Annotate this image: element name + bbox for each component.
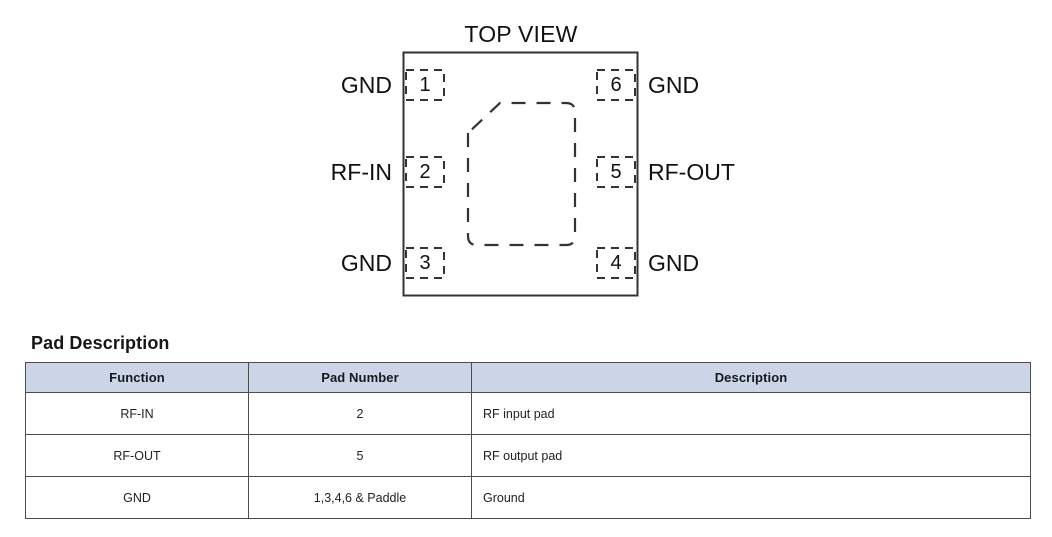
cell-description: RF output pad	[471, 434, 1031, 477]
pin-label-5: RF-OUT	[648, 159, 735, 185]
pin-number-3: 3	[419, 252, 431, 274]
pin-label-2: RF-IN	[330, 159, 392, 185]
pin-number-1: 1	[419, 74, 431, 96]
package-outline-drawing	[402, 51, 639, 297]
cell-description: Ground	[471, 476, 1031, 519]
pin-label-4: GND	[648, 250, 700, 276]
pin-pad-6	[596, 69, 636, 101]
pin-label-6: GND	[648, 72, 700, 98]
pad-description-table: Function Pad Number Description RF-IN 2 …	[25, 362, 1031, 519]
column-header-function: Function	[25, 362, 249, 393]
cell-function: RF-IN	[25, 392, 249, 435]
pin-pad-3	[405, 247, 445, 279]
pin-label-1: GND	[340, 72, 392, 98]
table-header-row: Function Pad Number Description	[25, 362, 1031, 393]
ic-package-outline	[402, 51, 639, 297]
cell-pad-number: 2	[248, 392, 472, 435]
column-header-pad-number: Pad Number	[248, 362, 472, 393]
pin-label-3: GND	[340, 250, 392, 276]
pin-pad-4	[596, 247, 636, 279]
table-row: RF-IN 2 RF input pad	[25, 392, 1031, 435]
cell-pad-number: 5	[248, 434, 472, 477]
pin-number-2: 2	[419, 161, 431, 183]
pin-number-4: 4	[610, 252, 622, 274]
table-row: RF-OUT 5 RF output pad	[25, 434, 1031, 477]
package-diagram: TOP VIEW 1 2 3 4 5 6 GND RF-IN GND GND R…	[330, 21, 735, 297]
table-row: GND 1,3,4,6 & Paddle Ground	[25, 476, 1031, 519]
pin-number-6: 6	[610, 74, 622, 96]
cell-function: GND	[25, 476, 249, 519]
pin-number-5: 5	[610, 161, 622, 183]
column-header-description: Description	[471, 362, 1031, 393]
top-view-title: TOP VIEW	[464, 21, 578, 47]
pin-pad-5	[596, 156, 636, 188]
exposed-paddle	[466, 101, 577, 247]
cell-description: RF input pad	[471, 392, 1031, 435]
pin-pad-2	[405, 156, 445, 188]
cell-function: RF-OUT	[25, 434, 249, 477]
pad-description-heading: Pad Description	[31, 333, 170, 353]
cell-pad-number: 1,3,4,6 & Paddle	[248, 476, 472, 519]
pin-pad-1	[405, 69, 445, 101]
